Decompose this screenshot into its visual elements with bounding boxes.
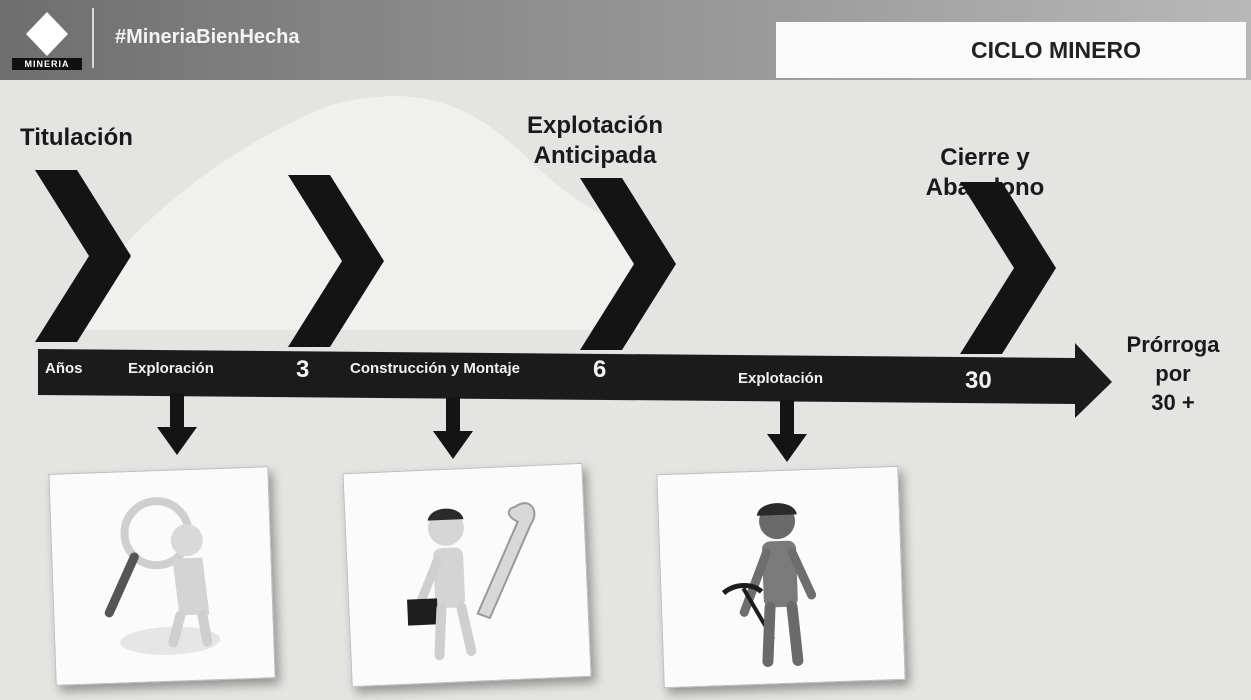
- miner-card: [656, 465, 906, 689]
- chevron-exploracion-icon: [288, 175, 384, 347]
- extension-line: Prórroga: [1126, 332, 1220, 357]
- hashtag-text: #MineriaBienHecha: [115, 26, 300, 48]
- stage-label-line: Anticipada: [533, 142, 657, 169]
- timeline-year-3: 3: [296, 356, 310, 383]
- exploration-figure-icon: [104, 497, 221, 655]
- stage-label-explotacion-anticipada: Explotación Anticipada: [505, 111, 685, 171]
- title-box: CICLO MINERO: [776, 22, 1246, 78]
- logo-text: MINERIA: [12, 58, 82, 70]
- exploration-card: [48, 466, 276, 686]
- extension-line: 30 +: [1151, 390, 1195, 415]
- timeline-year-30: 30: [965, 367, 992, 394]
- stage-label-titulacion: Titulación: [20, 124, 133, 151]
- diamond-logo-icon: [26, 12, 68, 56]
- construction-card: [342, 462, 592, 688]
- timeline-phase-construccion: Construcción y Montaje: [350, 360, 521, 377]
- extension-line: por: [1155, 361, 1191, 386]
- timeline-phase-exploracion: Exploración: [128, 360, 214, 377]
- down-arrow-icon: [767, 400, 807, 462]
- stage-label-line: Explotación: [526, 112, 664, 139]
- extension-label: Prórroga por 30 +: [1108, 330, 1238, 417]
- construction-figure-icon: [407, 502, 536, 661]
- chevron-cierre-icon: [960, 182, 1056, 354]
- logo-divider: [92, 8, 94, 68]
- timeline-year-6: 6: [593, 356, 607, 383]
- down-arrow-icon: [157, 393, 197, 455]
- chevron-titulacion-icon: [35, 170, 131, 342]
- timeline-years-label: Años: [45, 360, 83, 377]
- page-title: CICLO MINERO: [971, 37, 1141, 63]
- stage-label-line: Cierre y: [940, 144, 1030, 171]
- miner-figure-icon: [721, 503, 817, 668]
- ministry-logo: MINERIA: [12, 6, 82, 70]
- timeline-phase-explotacion: Explotación: [738, 370, 824, 387]
- down-arrow-icon: [433, 397, 473, 459]
- chevron-explotacion-anticipada-icon: [580, 178, 676, 350]
